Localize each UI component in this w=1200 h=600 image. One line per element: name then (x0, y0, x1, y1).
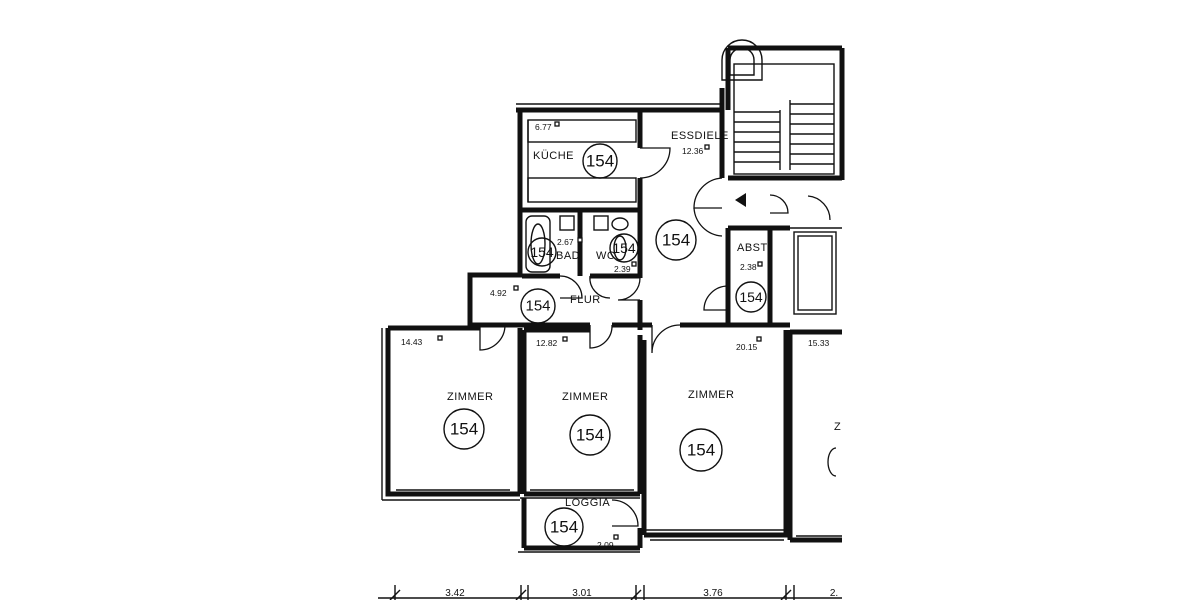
area-loggia: 2.09 (597, 540, 614, 550)
zone-abst: 154 (739, 289, 763, 305)
area-kueche: 6.77 (535, 122, 552, 132)
zone-circle (520, 288, 556, 324)
zone-circle (609, 233, 639, 263)
dimension-3: 3.76 (703, 588, 723, 599)
zone-circle (582, 143, 618, 179)
zone-circle (544, 507, 584, 547)
room-name-kueche: KÜCHE (533, 150, 574, 162)
area-flur: 4.92 (490, 288, 507, 298)
room-names: KÜCHE ESSDIELE BAD WC ABST. FLUR ZIMMER … (447, 130, 841, 509)
dimension-2: 3.01 (572, 588, 592, 599)
zone-circle (655, 219, 697, 261)
zone-markers: 154 154 154 154 154 154 154 154 154 154 (443, 143, 767, 547)
zone-circle (443, 408, 485, 450)
room-name-flur: FLUR (570, 294, 601, 306)
dimension-1: 3.42 (445, 588, 465, 599)
zone-zimmer-3: 154 (687, 441, 715, 460)
zone-circle (569, 414, 611, 456)
area-zimmer-1: 14.43 (401, 337, 423, 347)
zone-bad: 154 (530, 244, 554, 260)
room-name-bad: BAD (556, 250, 580, 262)
zone-wc: 154 (612, 240, 636, 256)
zone-essdiele: 154 (662, 231, 690, 250)
area-essdiele: 12.36 (682, 146, 704, 156)
zone-loggia: 154 (550, 518, 578, 537)
room-areas: 6.77 12.36 2.67 2.39 2.38 4.92 14.43 12.… (401, 122, 830, 550)
room-name-zimmer-1: ZIMMER (447, 391, 493, 403)
room-name-zimmer-2: ZIMMER (562, 391, 608, 403)
area-bad: 2.67 (557, 237, 574, 247)
zone-flur: 154 (525, 298, 550, 315)
area-abst: 2.38 (740, 262, 757, 272)
room-name-zimmer-4: Z (834, 421, 841, 433)
zone-zimmer-2: 154 (576, 426, 604, 445)
area-zimmer-2: 12.82 (536, 338, 558, 348)
area-wc: 2.39 (614, 264, 631, 274)
dimension-4: 2. (830, 588, 838, 599)
area-markers (437, 121, 763, 540)
area-zimmer-4: 15.33 (808, 338, 830, 348)
zone-circle (679, 428, 723, 472)
doors (479, 147, 837, 527)
room-name-zimmer-3: ZIMMER (688, 389, 734, 401)
room-name-wc: WC (596, 250, 615, 262)
zone-kueche: 154 (586, 152, 614, 171)
entry-arrow-icon (735, 193, 746, 207)
room-name-loggia: LOGGIA (565, 497, 610, 509)
walls (385, 45, 845, 551)
area-zimmer-3: 20.15 (736, 342, 758, 352)
room-name-abst: ABST. (737, 242, 770, 254)
zone-zimmer-1: 154 (450, 420, 478, 439)
fixtures (381, 39, 842, 553)
room-name-essdiele: ESSDIELE (671, 130, 729, 142)
zone-circle (527, 237, 557, 267)
zone-circle (735, 281, 767, 313)
dimension-line: 3.42 3.01 3.76 2. (378, 585, 842, 600)
